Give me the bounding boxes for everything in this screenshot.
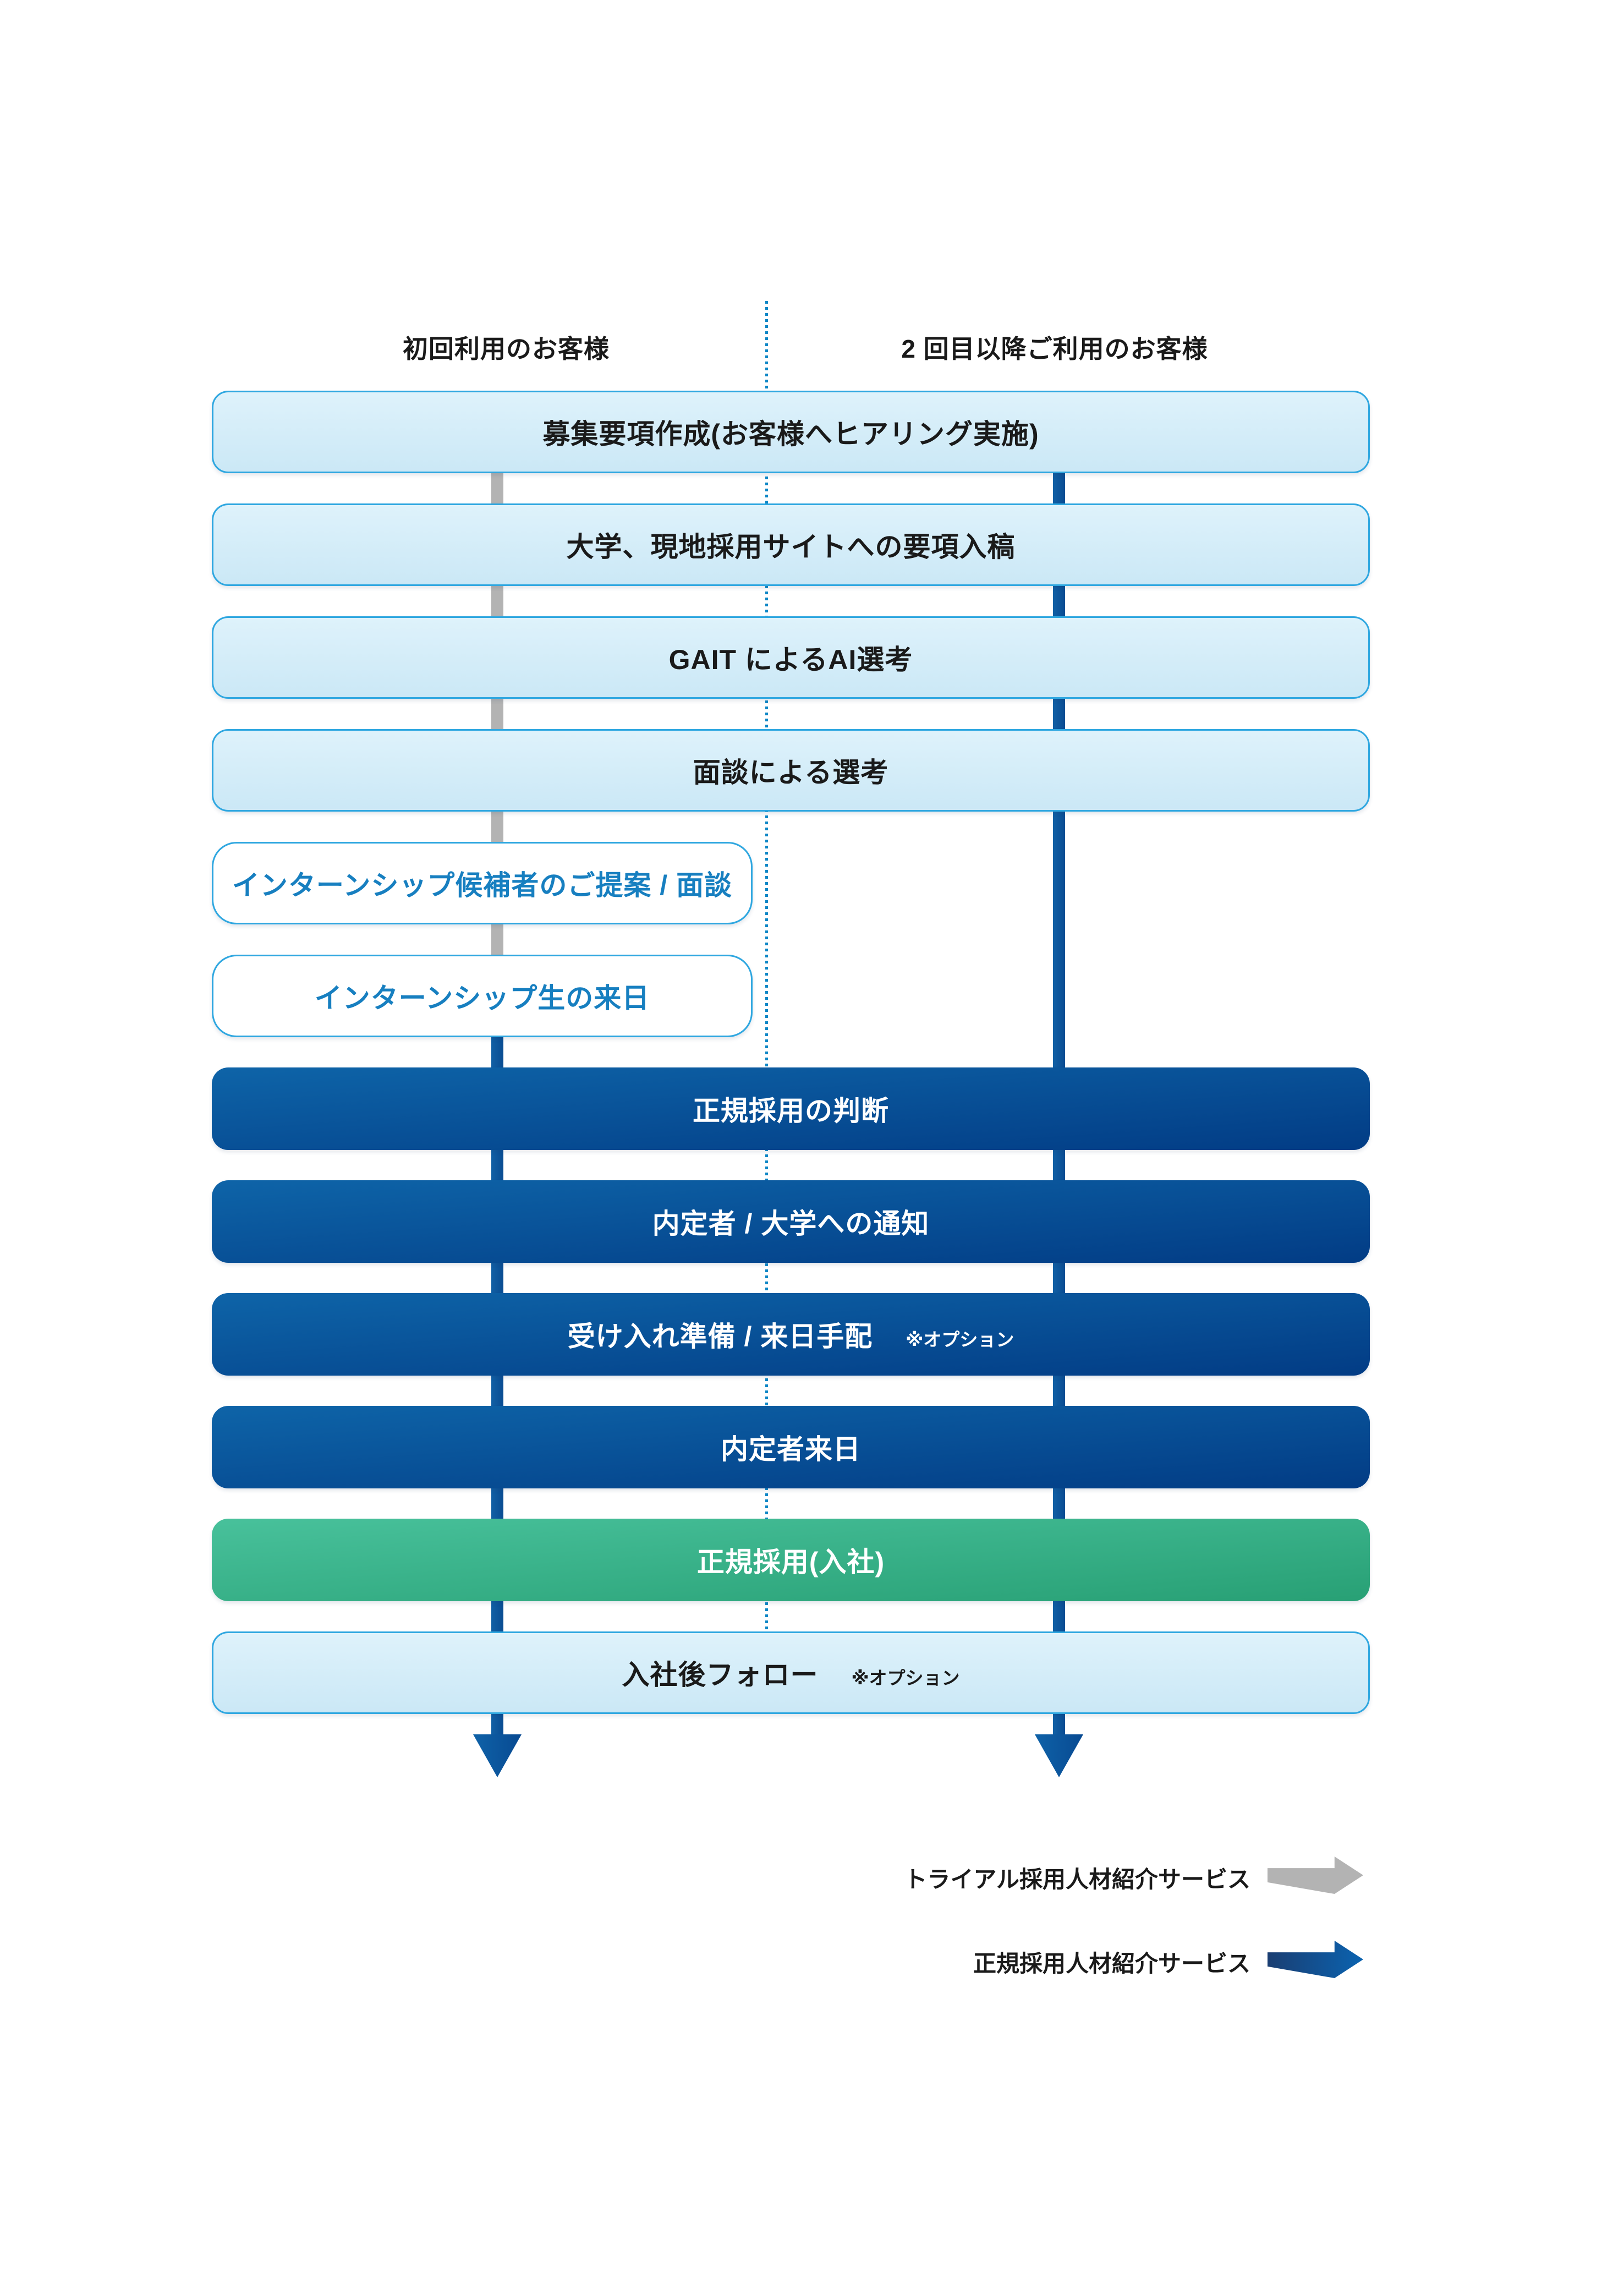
legend-trial-arrow-icon <box>1268 1857 1363 1894</box>
flow-step-label: インターンシップ候補者のご提案 / 面談 <box>232 870 733 901</box>
flow-step-label: 面談による選考 <box>693 757 889 788</box>
flow-step-label: 正規採用の判断 <box>693 1096 889 1126</box>
flow-step: 受け入れ準備 / 来日手配 ※オプション <box>212 1293 1370 1376</box>
flow-step-note: ※オプション <box>851 1668 960 1688</box>
flow-step: 面談による選考 <box>212 729 1370 812</box>
down-arrow-icon <box>473 1734 522 1777</box>
flow-step-note: ※オプション <box>906 1329 1014 1350</box>
column-label-repeat: 2 回目以降ご利用のお客様 <box>901 335 1208 363</box>
flow-step-label: 入社後フォロー <box>622 1660 819 1690</box>
flow-step: 正規採用の判断 <box>212 1067 1370 1150</box>
flow-step-label: 受け入れ準備 / 来日手配 <box>567 1321 873 1352</box>
flow-step: 募集要項作成(お客様へヒアリング実施) <box>212 391 1370 473</box>
legend-trial-label: トライアル採用人材紹介サービス <box>904 1866 1250 1892</box>
flow-step: 入社後フォロー ※オプション <box>212 1631 1370 1714</box>
flow-step: インターンシップ候補者のご提案 / 面談 <box>212 842 753 924</box>
flow-step-label: 募集要項作成(お客様へヒアリング実施) <box>542 419 1039 450</box>
flow-step: 正規採用(入社) <box>212 1519 1370 1601</box>
flow-step: 大学、現地採用サイトへの要項入稿 <box>212 503 1370 586</box>
flow-step: GAIT によるAI選考 <box>212 616 1370 699</box>
flow-step: 内定者来日 <box>212 1406 1370 1488</box>
down-arrow-icon <box>1035 1734 1083 1777</box>
flow-step-label: 内定者 / 大学への通知 <box>652 1208 930 1239</box>
center-divider-dotted-line <box>765 301 768 1631</box>
flow-step: インターンシップ生の来日 <box>212 955 753 1037</box>
column-label-first-time: 初回利用のお客様 <box>403 335 610 363</box>
flow-step-label: 正規採用(入社) <box>696 1547 885 1578</box>
legend-regular-label: 正規採用人材紹介サービス <box>973 1951 1250 1976</box>
flow-step-label: インターンシップ生の来日 <box>314 983 650 1014</box>
flow-step: 内定者 / 大学への通知 <box>212 1180 1370 1263</box>
flow-step-label: 内定者来日 <box>721 1434 861 1465</box>
flow-step-label: 大学、現地採用サイトへの要項入稿 <box>566 532 1016 562</box>
legend-regular-arrow-icon <box>1268 1941 1363 1978</box>
flow-step-label: GAIT によるAI選考 <box>668 644 913 675</box>
